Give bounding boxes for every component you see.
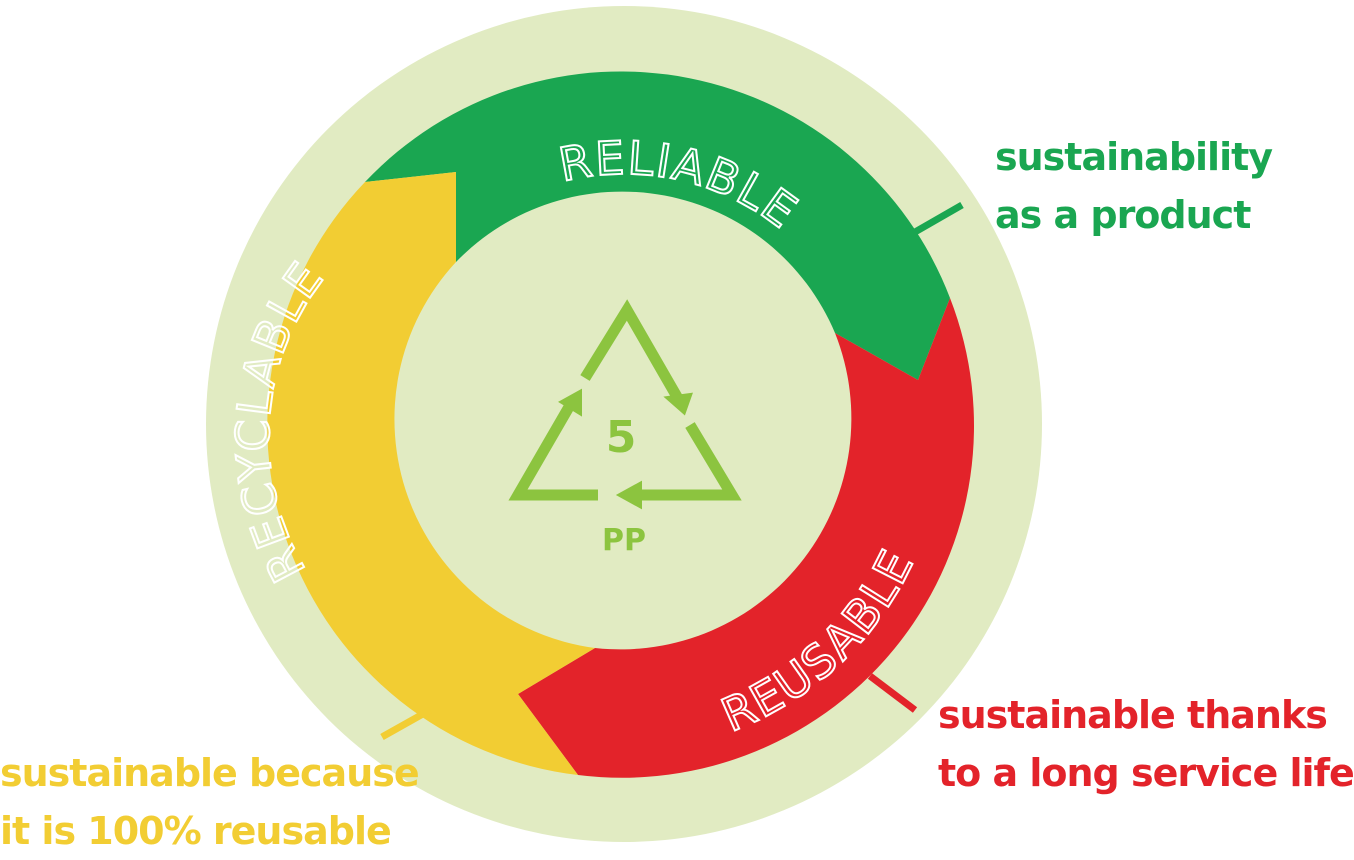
caption-red-line-2: to a long service life xyxy=(938,751,1354,795)
resin-code-number: 5 xyxy=(606,412,637,463)
caption-yellow-line-2: it is 100% reusable xyxy=(0,809,392,853)
caption-green-line-1: sustainability xyxy=(995,135,1273,179)
tick-green xyxy=(913,201,964,236)
caption-yellow: sustainable because it is 100% reusable xyxy=(0,744,420,860)
segment-reliable xyxy=(365,71,950,380)
tick-red xyxy=(867,673,918,713)
caption-red: sustainable thanks to a long service lif… xyxy=(938,686,1354,802)
recycle-triangle-icon xyxy=(508,299,742,510)
caption-green-line-2: as a product xyxy=(995,193,1251,237)
segment-recyclable xyxy=(267,172,595,775)
segment-reusable xyxy=(518,298,975,778)
caption-green: sustainability as a product xyxy=(995,128,1273,244)
caption-red-line-1: sustainable thanks xyxy=(938,693,1328,737)
resin-material-label: PP xyxy=(602,523,646,558)
tick-yellow xyxy=(380,706,432,741)
caption-yellow-line-1: sustainable because xyxy=(0,751,420,795)
